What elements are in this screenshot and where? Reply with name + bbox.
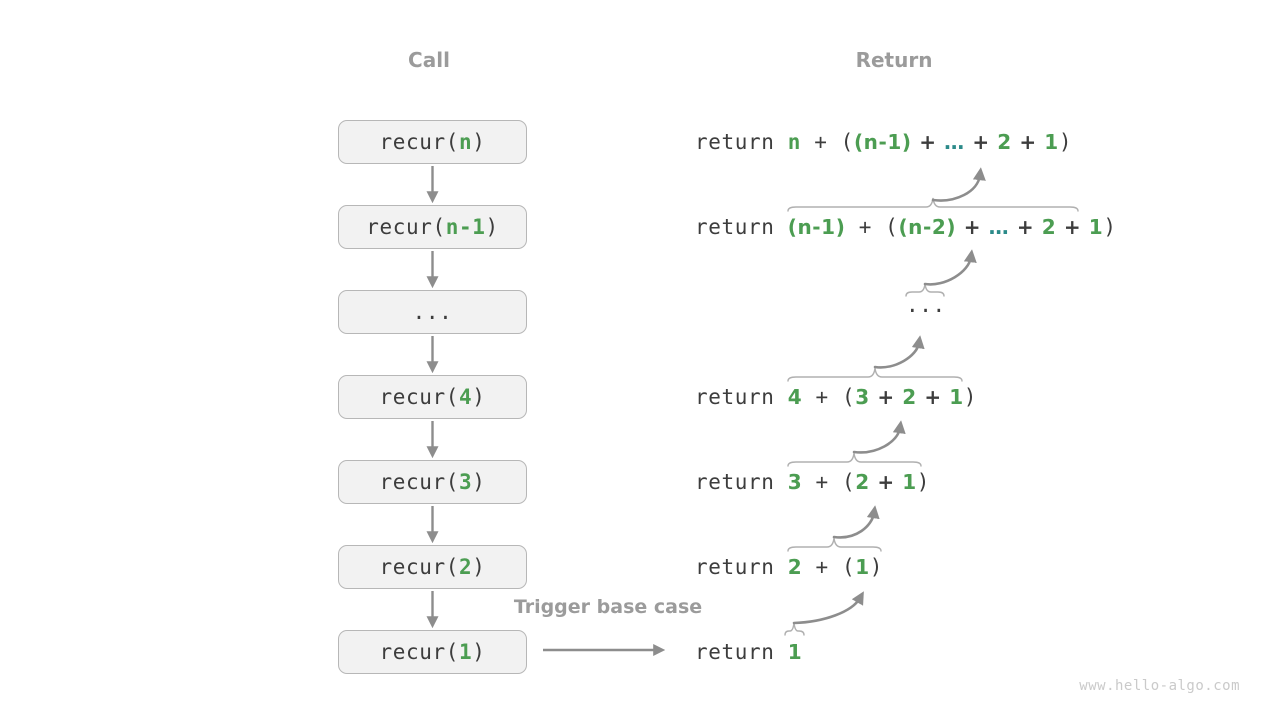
text-segment: ) bbox=[472, 470, 486, 494]
text-segment: (n-1) bbox=[853, 130, 912, 154]
call-box-recur-2: recur(2) bbox=[338, 545, 527, 589]
text-segment: 3 bbox=[458, 470, 473, 494]
text-segment: recur( bbox=[379, 385, 459, 409]
text-segment: ... bbox=[906, 293, 946, 317]
call-box-recur-4: recur(4) bbox=[338, 375, 527, 419]
text-segment: ) bbox=[1058, 130, 1073, 154]
text-segment: + bbox=[869, 470, 903, 494]
text-segment: 2 bbox=[787, 555, 803, 579]
text-segment: ) bbox=[485, 215, 499, 239]
text-segment: 2 bbox=[855, 470, 870, 494]
text-segment: + bbox=[956, 215, 989, 239]
call-column-header: Call bbox=[408, 48, 450, 72]
text-segment: ) bbox=[916, 470, 931, 494]
text-segment: ) bbox=[1103, 215, 1117, 239]
text-segment: + bbox=[911, 130, 945, 154]
text-segment: 1 bbox=[1088, 215, 1104, 239]
text-segment: + bbox=[869, 385, 903, 409]
text-segment: 1 bbox=[949, 385, 964, 409]
text-segment: return bbox=[695, 640, 788, 664]
text-segment: 1 bbox=[787, 640, 803, 664]
text-segment: ) bbox=[472, 385, 486, 409]
return-expression-row-6: return 2 + (1) bbox=[695, 552, 883, 582]
return-flow-arrow-5to4 bbox=[852, 420, 906, 454]
text-segment: + ( bbox=[800, 130, 854, 154]
text-segment: ... bbox=[412, 300, 453, 324]
text-segment: recur( bbox=[379, 555, 459, 579]
overbrace-row5 bbox=[787, 452, 922, 467]
text-segment: + bbox=[916, 385, 950, 409]
text-segment: 4 bbox=[787, 385, 803, 409]
text-segment: ) bbox=[963, 385, 978, 409]
overbrace-row6 bbox=[787, 537, 882, 552]
text-segment: n bbox=[458, 130, 473, 154]
text-segment: ) bbox=[869, 555, 883, 579]
text-segment: recur( bbox=[379, 470, 459, 494]
watermark: www.hello-algo.com bbox=[1079, 678, 1240, 694]
text-segment: + ( bbox=[802, 555, 856, 579]
text-segment: 2 bbox=[997, 130, 1012, 154]
overbrace-row4 bbox=[787, 367, 963, 382]
text-segment: 2 bbox=[902, 385, 917, 409]
text-segment: + bbox=[1009, 215, 1042, 239]
return-flow-arrow-6to5 bbox=[832, 505, 880, 539]
call-box-recur-n-1: recur(n-1) bbox=[338, 205, 527, 249]
text-segment: (n-1) bbox=[787, 215, 846, 239]
text-segment: + bbox=[1056, 215, 1089, 239]
text-segment: + ( bbox=[802, 385, 856, 409]
text-segment: ) bbox=[472, 130, 486, 154]
return-expression-row-1: return n + ((n-1) + … + 2 + 1) bbox=[695, 127, 1072, 157]
text-segment: + bbox=[1011, 130, 1045, 154]
text-segment: 1 bbox=[1044, 130, 1059, 154]
return-expression-row-7: return 1 bbox=[695, 637, 802, 667]
text-segment: recur( bbox=[379, 130, 459, 154]
text-segment: 3 bbox=[855, 385, 870, 409]
text-segment: n-1 bbox=[445, 215, 486, 239]
text-segment: 3 bbox=[787, 470, 803, 494]
return-column-header: Return bbox=[855, 48, 933, 72]
text-segment: return bbox=[695, 470, 788, 494]
text-segment: 1 bbox=[855, 555, 870, 579]
return-flow-arrow-2to1 bbox=[931, 167, 986, 202]
text-segment: + ( bbox=[802, 470, 856, 494]
trigger-base-case-label: Trigger base case bbox=[513, 596, 703, 618]
return-expression-row-2: return (n-1) + ((n-2) + … + 2 + 1) bbox=[695, 212, 1117, 242]
call-box-ellipsis: ... bbox=[338, 290, 527, 334]
text-segment: … bbox=[988, 215, 1010, 239]
text-segment: (n-2) bbox=[898, 215, 957, 239]
text-segment: + ( bbox=[845, 215, 899, 239]
return-expression-row-4: return 4 + (3 + 2 + 1) bbox=[695, 382, 977, 412]
text-segment: return bbox=[695, 215, 788, 239]
text-segment: return bbox=[695, 130, 788, 154]
call-box-recur-n: recur(n) bbox=[338, 120, 527, 164]
text-segment: recur( bbox=[366, 215, 446, 239]
text-segment: ) bbox=[472, 555, 486, 579]
return-flow-arrow-4to3 bbox=[873, 335, 925, 369]
text-segment: 2 bbox=[458, 555, 473, 579]
return-expression-row-5: return 3 + (2 + 1) bbox=[695, 467, 930, 497]
call-box-recur-1: recur(1) bbox=[338, 630, 527, 674]
return-expression-row-ellipsis: ... bbox=[906, 290, 946, 320]
overbrace-row2 bbox=[787, 197, 1079, 212]
text-segment: n bbox=[787, 130, 801, 154]
text-segment: recur( bbox=[379, 640, 459, 664]
text-segment: + bbox=[964, 130, 998, 154]
overbrace-row7 bbox=[784, 622, 805, 636]
return-flow-arrow-3to2 bbox=[923, 249, 977, 286]
text-segment: 1 bbox=[458, 640, 473, 664]
text-segment: return bbox=[695, 555, 788, 579]
return-flow-arrow-7to6 bbox=[792, 591, 864, 625]
text-segment: 2 bbox=[1041, 215, 1057, 239]
text-segment: 4 bbox=[458, 385, 473, 409]
text-segment: … bbox=[944, 130, 965, 154]
text-segment: return bbox=[695, 385, 788, 409]
text-segment: 1 bbox=[902, 470, 917, 494]
call-box-recur-3: recur(3) bbox=[338, 460, 527, 504]
text-segment: ) bbox=[472, 640, 486, 664]
